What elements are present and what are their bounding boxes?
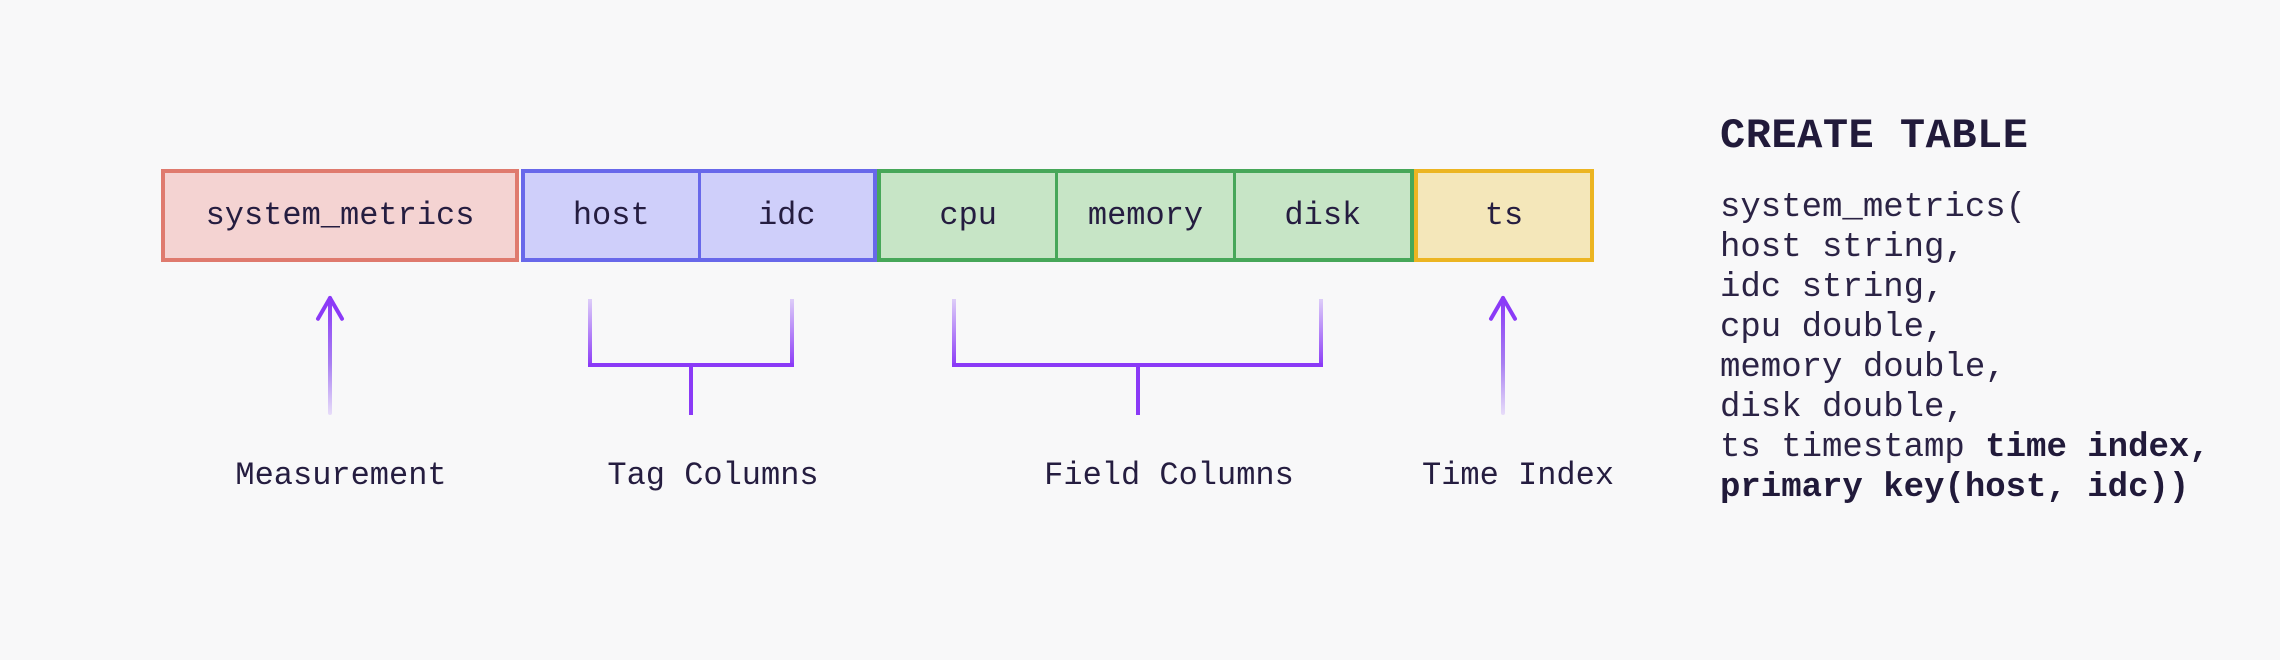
bracket-stem: [689, 363, 693, 415]
sql-line: memory double,: [1720, 349, 2006, 387]
bracket-left-side: [588, 299, 592, 367]
table-cell-ts: ts: [1484, 197, 1524, 234]
sql-line: ts timestamp time index,: [1720, 429, 2210, 467]
field-columns-group: cpu memory disk: [877, 169, 1414, 262]
time-index-group: ts: [1414, 169, 1594, 262]
sql-heading: CREATE TABLE: [1720, 112, 2029, 160]
bracket-left-side: [952, 299, 956, 367]
table-cell-disk: disk: [1232, 173, 1410, 258]
field-columns-bracket: [952, 299, 1323, 415]
sql-line: system_metrics(: [1720, 189, 2027, 227]
sql-line: cpu double,: [1720, 309, 1945, 347]
bracket-right-side: [1319, 299, 1323, 367]
sql-line: idc string,: [1720, 269, 1945, 307]
table-cell-system-metrics: system_metrics: [205, 197, 475, 234]
tag-columns-group: host idc: [521, 169, 877, 262]
measurement-label: Measurement: [235, 457, 447, 494]
measurement-group: system_metrics: [161, 169, 519, 262]
field-columns-label: Field Columns: [1044, 457, 1294, 494]
sql-line: disk double,: [1720, 389, 1965, 427]
sql-line: host string,: [1720, 229, 1965, 267]
measurement-arrow-up-icon: [315, 295, 345, 415]
bracket-stem: [1135, 363, 1140, 415]
create-table-sql-block: CREATE TABLE system_metrics( host string…: [1720, 112, 2210, 508]
table-cell-idc: idc: [697, 173, 874, 258]
bracket-right-side: [790, 299, 794, 367]
table-cell-cpu: cpu: [939, 197, 997, 234]
table-cell-host: host: [572, 197, 650, 234]
tag-columns-bracket: [588, 299, 794, 415]
time-index-label: Time Index: [1421, 457, 1615, 494]
arrow-shaft: [1501, 299, 1505, 415]
sql-line: primary key(host, idc)): [1720, 469, 2190, 507]
time-index-arrow-up-icon: [1488, 295, 1518, 415]
table-cell-memory: memory: [1055, 173, 1232, 258]
arrow-shaft: [328, 299, 332, 415]
tag-columns-label: Tag Columns: [607, 457, 819, 494]
